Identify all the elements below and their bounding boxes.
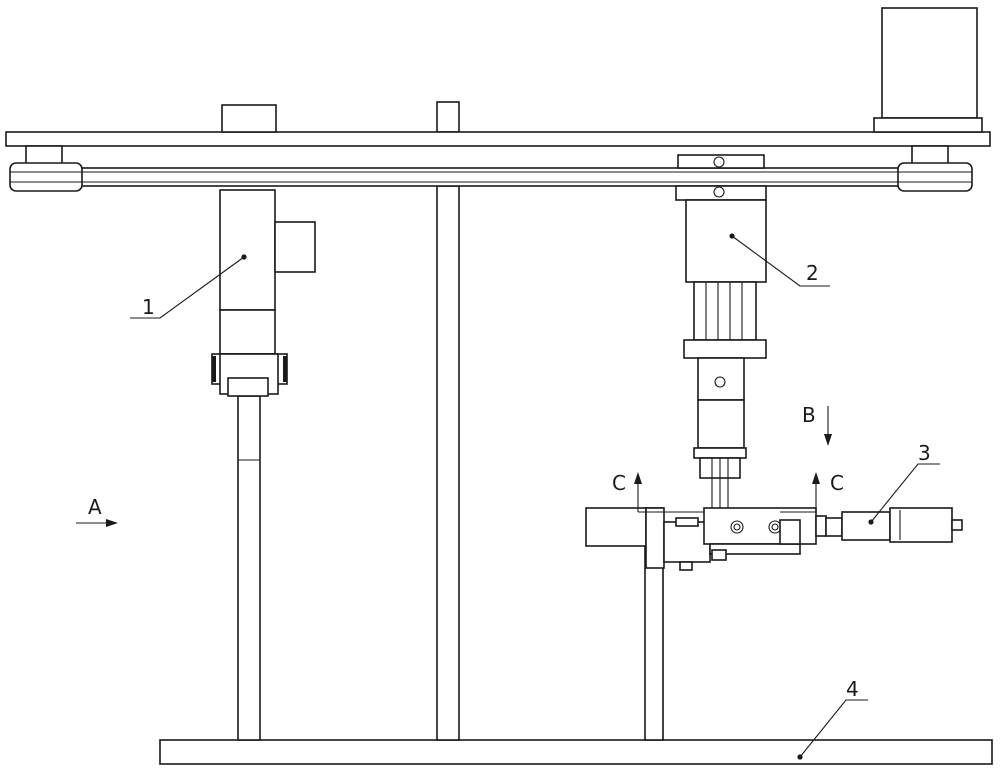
label-section-c-left: C	[612, 471, 626, 495]
left-pulley	[9, 145, 83, 192]
left-unit-part-1	[211, 189, 316, 397]
beam-top-block	[221, 104, 277, 133]
view-arrow-a: A	[76, 495, 118, 527]
callout-1: 1	[130, 254, 247, 319]
clamp-assembly-part-3	[585, 507, 963, 571]
view-arrow-b: B	[802, 403, 832, 446]
center-post	[436, 101, 460, 741]
section-arrow-c-right: C	[780, 471, 844, 513]
central-cylinder-part-2	[675, 154, 767, 508]
label-view-b: B	[802, 403, 816, 427]
callout-4: 4	[797, 677, 868, 760]
label-part-3: 3	[918, 441, 931, 465]
label-section-c-right: C	[830, 471, 844, 495]
callout-3: 3	[868, 441, 940, 525]
top-beam	[5, 131, 991, 187]
section-arrow-c-left: C	[612, 471, 704, 513]
motor-top-right	[873, 7, 983, 133]
callout-2: 2	[729, 233, 830, 287]
right-pulley	[897, 145, 973, 192]
base-plate	[159, 739, 993, 765]
label-view-a: A	[88, 495, 102, 519]
label-part-2: 2	[806, 261, 819, 285]
label-part-4: 4	[846, 677, 859, 701]
label-part-1: 1	[142, 295, 155, 319]
left-post	[237, 395, 261, 741]
